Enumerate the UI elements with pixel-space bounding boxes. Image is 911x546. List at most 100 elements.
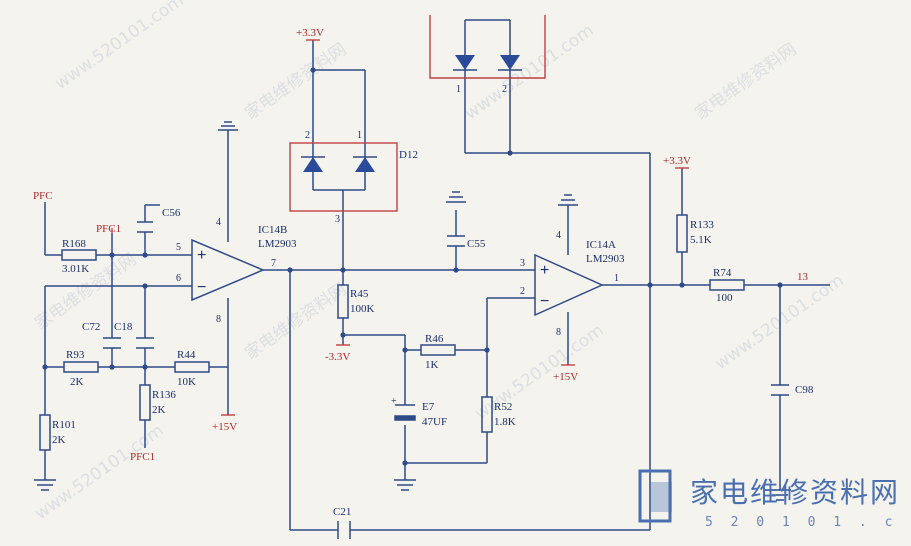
- resistor-r74: [709, 279, 745, 291]
- net-label-pfc1-top: PFC1: [96, 223, 121, 235]
- label-r136-value: 2K: [152, 404, 166, 416]
- capacitor-c98: [771, 384, 789, 396]
- pin-b-5: 5: [176, 242, 181, 253]
- pin-b-6: 6: [176, 273, 181, 284]
- label-ic14a-ref: IC14A: [586, 239, 616, 251]
- pin-a-1: 1: [614, 273, 619, 284]
- brand-url: 5 2 0 1 0 1 . c o m: [705, 515, 911, 530]
- pin-a-3: 3: [520, 258, 525, 269]
- label-r74-ref: R74: [713, 267, 732, 279]
- resistor-r44: [174, 361, 210, 373]
- net-label-15v-a: +15V: [553, 371, 578, 383]
- label-r74-value: 100: [716, 292, 733, 304]
- label-r45-ref: R45: [350, 288, 369, 300]
- net-label-3v3-d12: +3.3V: [296, 27, 324, 39]
- label-d12: D12: [399, 149, 418, 161]
- net-label-15v-b: +15V: [212, 421, 237, 433]
- resistor-r168: [61, 249, 97, 261]
- resistor-r133: [676, 214, 688, 253]
- capacitor-c56: [137, 204, 160, 233]
- pin-top-2: 2: [502, 84, 507, 95]
- capacitor-e7: +: [391, 396, 416, 421]
- ground-c98: [769, 489, 791, 501]
- opamp-ic14a: + −: [534, 253, 604, 317]
- ground-r101: [34, 479, 56, 491]
- capacitor-c55: [447, 235, 465, 247]
- pin-d12-3: 3: [335, 214, 340, 225]
- label-r52-ref: R52: [494, 401, 512, 413]
- opamp-a-minus: −: [540, 293, 549, 310]
- resistor-r46: [420, 344, 456, 356]
- label-r101-value: 2K: [52, 434, 66, 446]
- label-r52-value: 1.8K: [494, 416, 516, 428]
- watermark-text: www.520101.com: [51, 0, 187, 94]
- opamp-ic14b: + −: [180, 238, 265, 302]
- resistor-r93: [63, 361, 99, 373]
- opamp-b-plus: +: [197, 247, 206, 264]
- wires: [44, 19, 830, 531]
- label-r93-ref: R93: [66, 349, 85, 361]
- resistors: [39, 214, 745, 451]
- net-label-3v3-r133: +3.3V: [663, 155, 691, 167]
- label-r46-ref: R46: [425, 333, 444, 345]
- brand-name: 家电维修资料网: [690, 476, 900, 509]
- ground-ic14a: [558, 194, 578, 206]
- pin-a-8: 8: [556, 327, 561, 338]
- watermark-text: 家电维修资料网: [691, 39, 800, 124]
- capacitor-c72: [103, 337, 121, 349]
- net-label-neg3v3: -3.3V: [325, 351, 350, 363]
- net-label-pfc1-bottom: PFC1: [130, 451, 155, 463]
- diode-d12: [289, 142, 398, 212]
- pin-d12-2: 2: [305, 130, 310, 141]
- label-r44-value: 10K: [177, 376, 196, 388]
- opamp-a-plus: +: [540, 262, 549, 279]
- e7-plus-sign: +: [391, 396, 397, 407]
- pin-b-8: 8: [216, 314, 221, 325]
- label-c55: C55: [467, 238, 486, 250]
- watermark-text: www.520101.com: [461, 20, 597, 124]
- ground-c55: [446, 191, 466, 203]
- pin-a-2: 2: [520, 286, 525, 297]
- label-ic14a-part: LM2903: [586, 253, 625, 265]
- label-c21: C21: [333, 506, 351, 518]
- label-r168-ref: R168: [62, 238, 86, 250]
- opamp-b-minus: −: [197, 279, 206, 296]
- net-label-pfc: PFC: [33, 190, 53, 202]
- capacitors: +: [103, 204, 789, 539]
- resistor-r45: [337, 284, 349, 319]
- label-r101-ref: R101: [52, 419, 76, 431]
- label-r133-value: 5.1K: [690, 234, 712, 246]
- watermark-text: 家电维修资料网: [241, 39, 350, 124]
- label-ic14b-part: LM2903: [258, 238, 297, 250]
- ground-e7: [394, 479, 416, 491]
- label-r45-value: 100K: [350, 303, 375, 315]
- label-c98: C98: [795, 384, 814, 396]
- resistor-r52: [481, 396, 493, 433]
- label-e7-value: 47UF: [422, 416, 447, 428]
- capacitor-c21: [337, 521, 351, 539]
- label-c18: C18: [114, 321, 133, 333]
- labels: PFC PFC1 PFC1 +3.3V +3.3V -3.3V +15V +15…: [33, 27, 814, 518]
- pin-b-7: 7: [271, 258, 276, 269]
- pin-top-1: 1: [456, 84, 461, 95]
- label-r46-value: 1K: [425, 359, 439, 371]
- label-r168-value: 3.01K: [62, 263, 89, 275]
- diode-pair-top: [429, 15, 546, 79]
- brand-logo: 家电维修资料网 5 2 0 1 0 1 . c o m: [638, 469, 911, 530]
- label-r133-ref: R133: [690, 219, 714, 231]
- ground-symbols: [34, 121, 791, 501]
- capacitor-c18: [136, 337, 154, 349]
- label-r44-ref: R44: [177, 349, 196, 361]
- resistor-r101: [39, 414, 51, 451]
- label-r93-value: 2K: [70, 376, 84, 388]
- power-stubs: [111, 39, 689, 416]
- resistor-r136: [139, 384, 151, 421]
- label-e7-ref: E7: [422, 401, 435, 413]
- label-r136-ref: R136: [152, 389, 176, 401]
- pin-a-4: 4: [556, 230, 561, 241]
- pin-b-4: 4: [216, 217, 221, 228]
- label-ic14b-ref: IC14B: [258, 224, 287, 236]
- label-c72: C72: [82, 321, 100, 333]
